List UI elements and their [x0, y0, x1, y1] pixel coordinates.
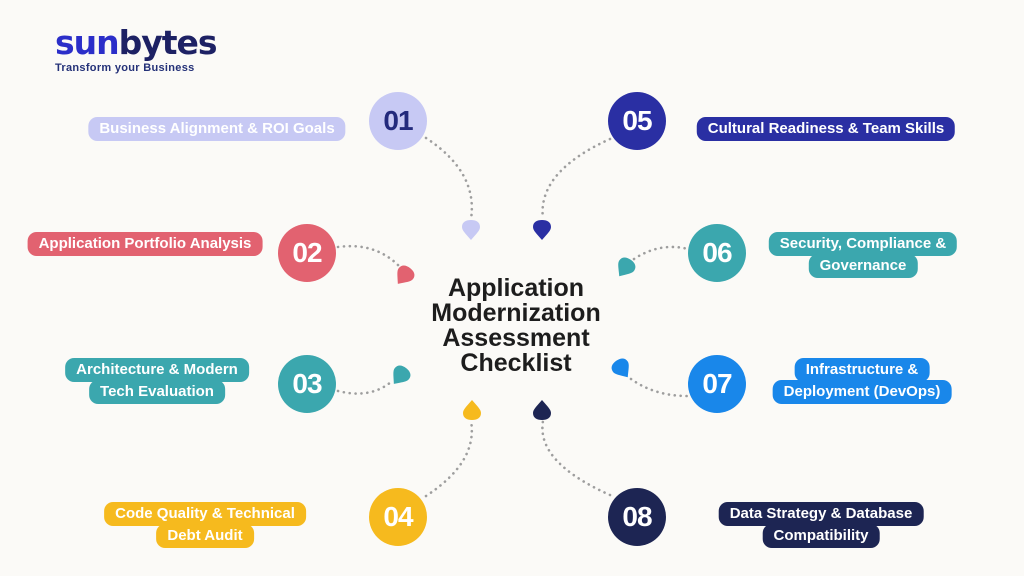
step-label-02: Application Portfolio Analysis [27, 232, 263, 256]
step-label-05: Cultural Readiness & Team Skills [696, 117, 956, 141]
title-line-1: Application [447, 274, 585, 302]
step-number: 04 [383, 501, 413, 532]
teardrop-02 [397, 265, 415, 284]
step-label-07: Infrastructure & Deployment (DevOps) [772, 358, 952, 404]
step-number: 06 [702, 237, 732, 268]
step-label-01: Business Alignment & ROI Goals [88, 117, 346, 141]
connector-line-04 [424, 419, 474, 498]
connector-line-05 [541, 137, 612, 221]
teardrop-05 [533, 220, 551, 240]
step-number: 08 [622, 501, 652, 532]
step-number: 01 [383, 105, 413, 136]
teardrop-07 [611, 358, 629, 378]
sunbytes-logo: sunbytes Transform your Business [55, 23, 218, 75]
title-line-4: Checklist [460, 349, 572, 377]
brand-tagline: Transform your Business [55, 62, 195, 74]
step-label-line: Governance [808, 254, 918, 278]
step-label-line: Business Alignment & ROI Goals [88, 117, 346, 141]
step-circle-01: 01 [369, 92, 427, 150]
title-line-3: Assessment [442, 324, 590, 352]
step-number: 05 [622, 105, 652, 136]
brand-wordmark: sunbytes [55, 23, 218, 62]
teardrop-03 [393, 365, 411, 384]
step-label-line: Data Strategy & Database [718, 502, 924, 526]
teardrop-08 [533, 400, 551, 420]
step-label-03: Architecture & Modern Tech Evaluation [65, 358, 249, 404]
teardrop-06 [618, 257, 636, 277]
connector-line-08 [541, 419, 612, 497]
step-label-line: Compatibility [762, 524, 880, 548]
step-circle-05: 05 [608, 92, 666, 150]
step-label-line: Debt Audit [156, 524, 254, 548]
step-circle-06: 06 [688, 224, 746, 282]
page-title: Application Modernization Assessment Che… [431, 276, 600, 376]
step-circle-08: 08 [608, 488, 666, 546]
step-label-06: Security, Compliance & Governance [768, 232, 958, 278]
step-circle-07: 07 [688, 355, 746, 413]
step-label-04: Code Quality & Technical Debt Audit [104, 502, 306, 548]
step-label-line: Architecture & Modern [65, 358, 249, 382]
brand-bytes: bytes [118, 23, 218, 62]
step-circle-02: 02 [278, 224, 336, 282]
step-label-line: Infrastructure & [794, 358, 930, 382]
teardrop-04 [463, 400, 481, 420]
step-label-line: Code Quality & Technical [104, 502, 306, 526]
step-label-line: Security, Compliance & [768, 232, 958, 256]
step-label-line: Deployment (DevOps) [772, 380, 952, 404]
step-number: 07 [702, 368, 732, 399]
step-number: 02 [292, 237, 322, 268]
step-circle-03: 03 [278, 355, 336, 413]
teardrop-01 [462, 220, 480, 240]
connector-line-02 [336, 244, 401, 268]
brand-sun: sun [55, 23, 120, 62]
step-label-line: Cultural Readiness & Team Skills [696, 117, 956, 141]
title-line-2: Modernization [431, 299, 601, 327]
step-label-08: Data Strategy & Database Compatibility [718, 502, 924, 548]
connector-line-07 [629, 377, 689, 398]
step-label-line: Application Portfolio Analysis [27, 232, 263, 256]
connector-line-06 [632, 245, 690, 261]
step-circle-04: 04 [369, 488, 427, 546]
connector-line-03 [336, 380, 393, 395]
step-number: 03 [292, 368, 322, 399]
step-label-line: Tech Evaluation [89, 380, 225, 404]
connector-line-01 [424, 136, 474, 221]
